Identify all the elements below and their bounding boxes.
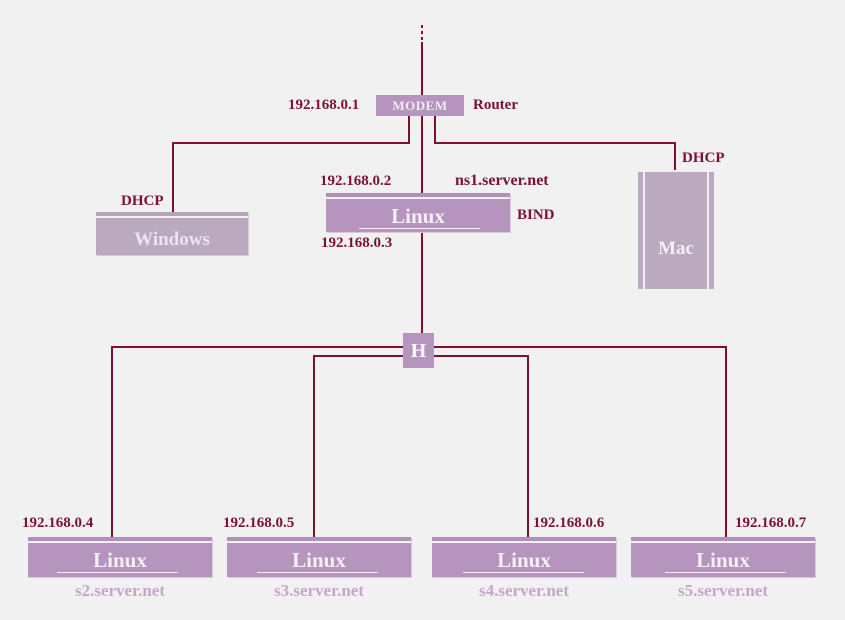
s2-ip-label: 192.168.0.4: [22, 515, 94, 531]
ns1-ip-bottom-label: 192.168.0.3: [321, 235, 393, 251]
ns1-ip-top-label: 192.168.0.2: [320, 173, 392, 189]
modem-node[interactable]: MODEM: [376, 95, 464, 116]
ns1-hostname-label: ns1.server.net: [455, 172, 549, 189]
wire-hub-s4: [434, 355, 529, 539]
mac-dhcp-label: DHCP: [682, 150, 725, 166]
s4-ip-label: 192.168.0.6: [533, 515, 605, 531]
wire-modem-mac: [434, 116, 676, 170]
node-underline: [257, 572, 378, 573]
bind-label: BIND: [517, 207, 555, 223]
s3-linux-node[interactable]: Linux: [227, 537, 411, 577]
hub-node[interactable]: H: [403, 333, 434, 368]
wire-modem-windows: [172, 116, 410, 212]
s2-node-label: Linux: [93, 548, 147, 572]
node-cap: [227, 537, 411, 543]
ns1-node-label: Linux: [391, 204, 445, 228]
s4-hostname-label: s4.server.net: [478, 581, 569, 600]
s5-hostname-label: s5.server.net: [677, 581, 768, 600]
windows-node[interactable]: Windows: [96, 212, 248, 255]
s5-linux-node[interactable]: Linux: [631, 537, 815, 577]
mac-right-strip: [707, 170, 709, 289]
node-underline: [57, 572, 178, 573]
s2-hostname-label: s2.server.net: [74, 581, 165, 600]
node-underline: [463, 572, 584, 573]
s4-linux-node[interactable]: Linux: [432, 537, 616, 577]
wire-hub-s2: [111, 346, 403, 539]
windows-dhcp-label: DHCP: [121, 193, 164, 209]
mac-node-label: Mac: [658, 238, 694, 259]
wire-hub-s3: [313, 355, 403, 539]
mac-left-strip: [643, 170, 645, 289]
node-underline: [665, 572, 786, 573]
mac-top-edge: [638, 170, 714, 172]
modem-ip-label: 192.168.0.1: [288, 97, 360, 113]
s4-node-label: Linux: [497, 548, 551, 572]
s5-node-label: Linux: [696, 548, 750, 572]
node-underline: [359, 228, 480, 229]
s3-node-label: Linux: [292, 548, 346, 572]
node-cap: [96, 212, 248, 218]
mac-node[interactable]: Mac: [638, 170, 714, 289]
router-label: Router: [473, 97, 518, 113]
ns1-linux-node[interactable]: Linux: [326, 193, 510, 232]
s3-hostname-label: s3.server.net: [273, 581, 364, 600]
s3-ip-label: 192.168.0.5: [223, 515, 295, 531]
node-cap: [326, 193, 510, 199]
windows-node-label: Windows: [134, 229, 210, 250]
node-cap: [28, 537, 212, 543]
wire-hub-s5: [434, 346, 727, 539]
s2-linux-node[interactable]: Linux: [28, 537, 212, 577]
s5-ip-label: 192.168.0.7: [735, 515, 807, 531]
node-cap: [631, 537, 815, 543]
node-cap: [432, 537, 616, 543]
